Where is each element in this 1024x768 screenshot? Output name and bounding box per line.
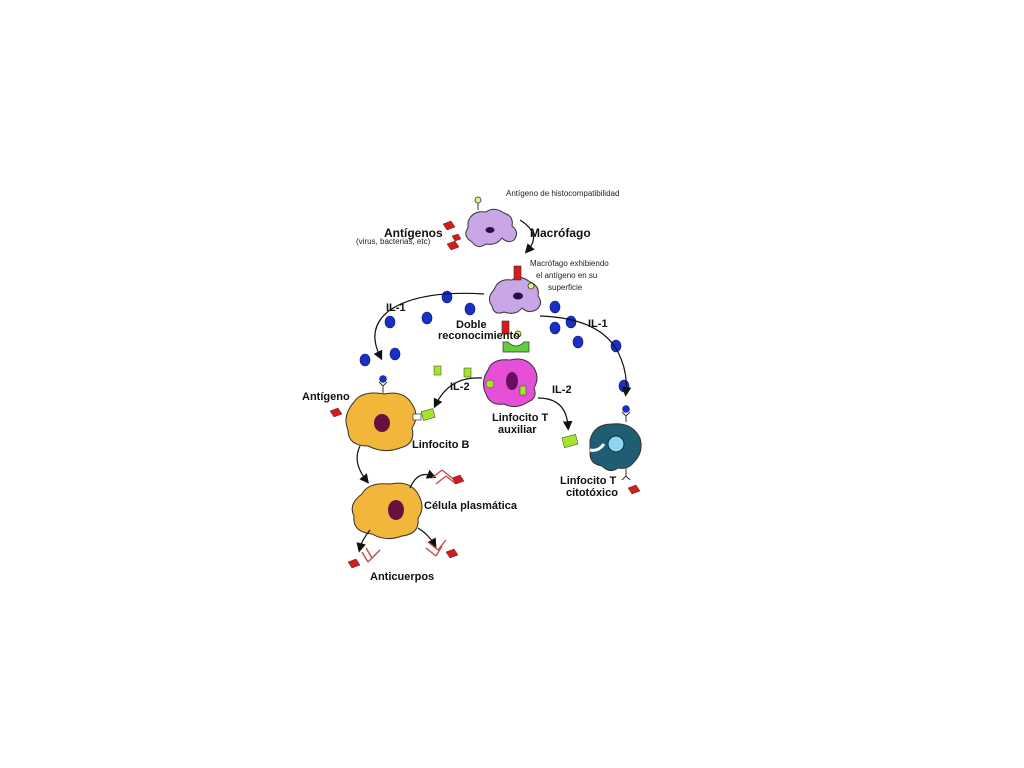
il2-right-label: IL-2: [552, 384, 572, 396]
antibody-icon: [431, 469, 457, 485]
linfocito-b-label: Linfocito B: [412, 439, 469, 451]
il1-right-label: IL-1: [588, 318, 608, 330]
linfocito-t-cit-label-2: citotóxico: [566, 487, 618, 499]
macrophage-nucleus: [485, 227, 495, 233]
plasma-cell-nucleus: [388, 500, 404, 520]
antigen-icon: [513, 265, 522, 281]
macrofago-exhibiendo-label-2: el antígeno en su: [536, 271, 597, 280]
receptor-icon: [502, 341, 530, 353]
interleukin-1-right: [549, 300, 630, 393]
il2-left-label: IL-2: [450, 381, 470, 393]
plasma-cell: [351, 482, 423, 540]
linfocito-t-aux-label-2: auxiliar: [498, 424, 537, 436]
antigen-icon: [501, 320, 510, 335]
arrow-il1-right: [539, 315, 632, 397]
macrofago-exhibiendo-label-3: superficie: [548, 283, 583, 292]
arrow-il1-left: [373, 292, 485, 361]
anticuerpos-label: Anticuerpos: [370, 571, 434, 583]
macrofago-label: Macrófago: [530, 226, 591, 240]
arrow-plasma-antibody-2: [356, 529, 371, 553]
arrow-il2-right: [537, 397, 573, 431]
celula-plasmatica-label: Célula plasmática: [424, 500, 518, 512]
histocompat-antigen-icon: [514, 330, 522, 338]
macrophage-presenting: [488, 265, 542, 338]
arrow-il2-left: [433, 377, 483, 409]
b-cell-nucleus: [374, 414, 390, 432]
b-cell: [345, 375, 436, 452]
reconocimiento-label: reconocimiento: [438, 330, 520, 342]
antibody-icon: [425, 539, 447, 557]
cytotoxic-t-cell: [589, 405, 642, 481]
interleukin-1-left: [359, 290, 476, 367]
interleukin-2-left: [433, 365, 472, 378]
arrow-macrophage-down: [519, 219, 535, 254]
helper-t-nucleus: [506, 372, 518, 390]
antigen-icon: [329, 407, 343, 418]
arrow-plasma-antibody-1: [409, 469, 437, 489]
histocompat-label: Antígeno de histocompatibilidad: [506, 189, 619, 198]
linfocito-t-aux-label-1: Linfocito T: [492, 412, 548, 424]
helper-t-cell: [482, 358, 538, 408]
macrophage-top: [465, 196, 518, 248]
cytotoxic-nucleus: [607, 435, 625, 453]
antigeno-label: Antígeno: [302, 391, 350, 403]
doble-label: Doble: [456, 319, 487, 331]
antigenos-sub-label: (virus, bacterias, etc): [356, 237, 431, 246]
antigenos-label: Antígenos: [384, 226, 443, 240]
arrow-plasma-antibody-3: [417, 527, 437, 549]
antigen-icon: [451, 474, 465, 485]
antigen-icon: [347, 558, 361, 569]
antigen-icon: [445, 548, 459, 559]
il1-left-label: IL-1: [386, 302, 406, 314]
histocompat-antigen-icon: [474, 196, 482, 204]
interleukin-2-right: [561, 434, 579, 448]
linfocito-t-cit-label-1: Linfocito T: [560, 475, 616, 487]
antigen-icon: [627, 484, 641, 495]
arrow-b-to-plasma: [356, 445, 369, 484]
macrofago-exhibiendo-label-1: Macrófago exhibiendo: [530, 259, 609, 268]
macrophage-nucleus: [513, 292, 523, 300]
antigen-icon: [442, 220, 462, 251]
antibody-icon: [361, 547, 381, 563]
